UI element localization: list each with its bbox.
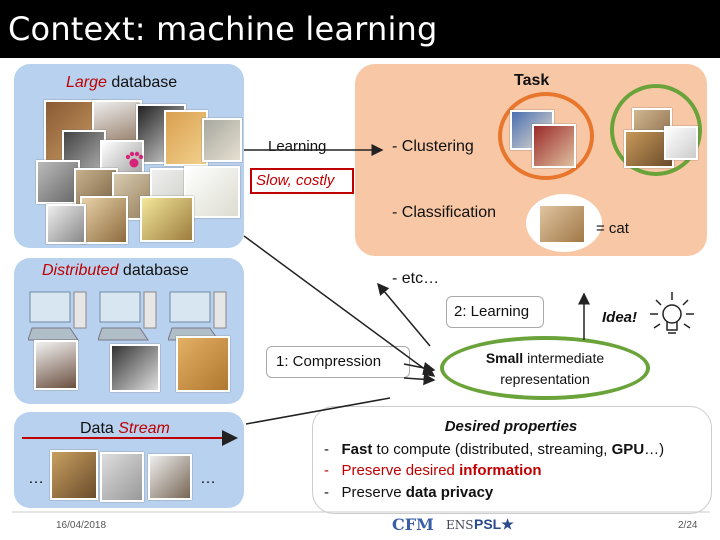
distributed-database-label: Distributed database bbox=[42, 262, 189, 279]
dog-photo bbox=[50, 450, 98, 500]
desired-properties-title: Desired properties bbox=[444, 418, 578, 435]
slide-date: 16/04/2018 bbox=[56, 520, 107, 531]
cat-photo bbox=[202, 118, 242, 162]
compression-step-box bbox=[266, 346, 410, 378]
learning-step-label: 2: Learning bbox=[454, 303, 530, 320]
compression-step-label: 1: Compression bbox=[276, 353, 382, 370]
task-item-etc: - etc… bbox=[392, 270, 440, 287]
large-db-compression-arrow bbox=[243, 235, 436, 377]
compression-arrow bbox=[403, 362, 436, 374]
dog-photo bbox=[34, 340, 78, 390]
data-stream-label: Data Stream bbox=[80, 420, 170, 437]
large-database-label: Large database bbox=[66, 74, 178, 91]
paw-icon bbox=[125, 151, 144, 168]
learning-step-box bbox=[446, 296, 544, 328]
learning-up-arrow bbox=[377, 282, 431, 347]
desired-property-privacy: - Preserve data privacy bbox=[324, 484, 494, 501]
dog-photo bbox=[532, 124, 576, 168]
cat-class-label: = cat bbox=[596, 220, 629, 237]
compression-arrow bbox=[403, 373, 436, 386]
cluster-circle-dogs bbox=[498, 92, 594, 180]
dog-photo bbox=[176, 336, 230, 392]
intermediate-line1: Small intermediate bbox=[485, 350, 605, 366]
title-bar bbox=[0, 0, 720, 58]
dog-photo bbox=[140, 196, 194, 242]
computer-icon bbox=[98, 291, 157, 341]
stream-ellipsis-left: … bbox=[28, 470, 44, 487]
intermediate-representation-ellipse bbox=[440, 336, 650, 400]
computer-icon bbox=[28, 291, 87, 341]
cat-photo bbox=[540, 206, 584, 242]
cat-photo bbox=[46, 204, 86, 244]
stream-ellipsis-right: … bbox=[200, 470, 216, 487]
cat-photo bbox=[100, 452, 144, 502]
intermediate-line2: representation bbox=[500, 371, 590, 387]
slide-title: Context: machine learning bbox=[8, 10, 438, 48]
cluster-circle-cats bbox=[610, 84, 702, 176]
desired-property-fast: - Fast to compute (distributed, streamin… bbox=[324, 441, 665, 458]
cat-photo bbox=[36, 160, 80, 204]
cat-photo bbox=[110, 344, 160, 392]
cat-photo bbox=[664, 126, 698, 160]
slow-costly-box bbox=[250, 168, 354, 194]
task-item-clustering: - Clustering bbox=[392, 138, 474, 155]
task-item-classification: - Classification bbox=[392, 204, 497, 221]
cat-photo bbox=[148, 454, 192, 500]
slow-costly-label: Slow, costly bbox=[256, 172, 335, 189]
desired-property-information: - Preserve desired information bbox=[324, 462, 542, 479]
psl-logo: PSL★ bbox=[474, 516, 514, 532]
cfm-logo: CFM bbox=[392, 515, 434, 534]
desired-properties-box bbox=[312, 406, 712, 514]
ens-logo: ENS bbox=[446, 518, 474, 532]
stream-line bbox=[245, 397, 391, 425]
lightbulb-icon bbox=[650, 292, 694, 334]
task-title: Task bbox=[514, 72, 550, 89]
idea-label: Idea! bbox=[602, 309, 638, 326]
page-number: 2/24 bbox=[678, 520, 698, 531]
computer-icon bbox=[168, 291, 227, 341]
